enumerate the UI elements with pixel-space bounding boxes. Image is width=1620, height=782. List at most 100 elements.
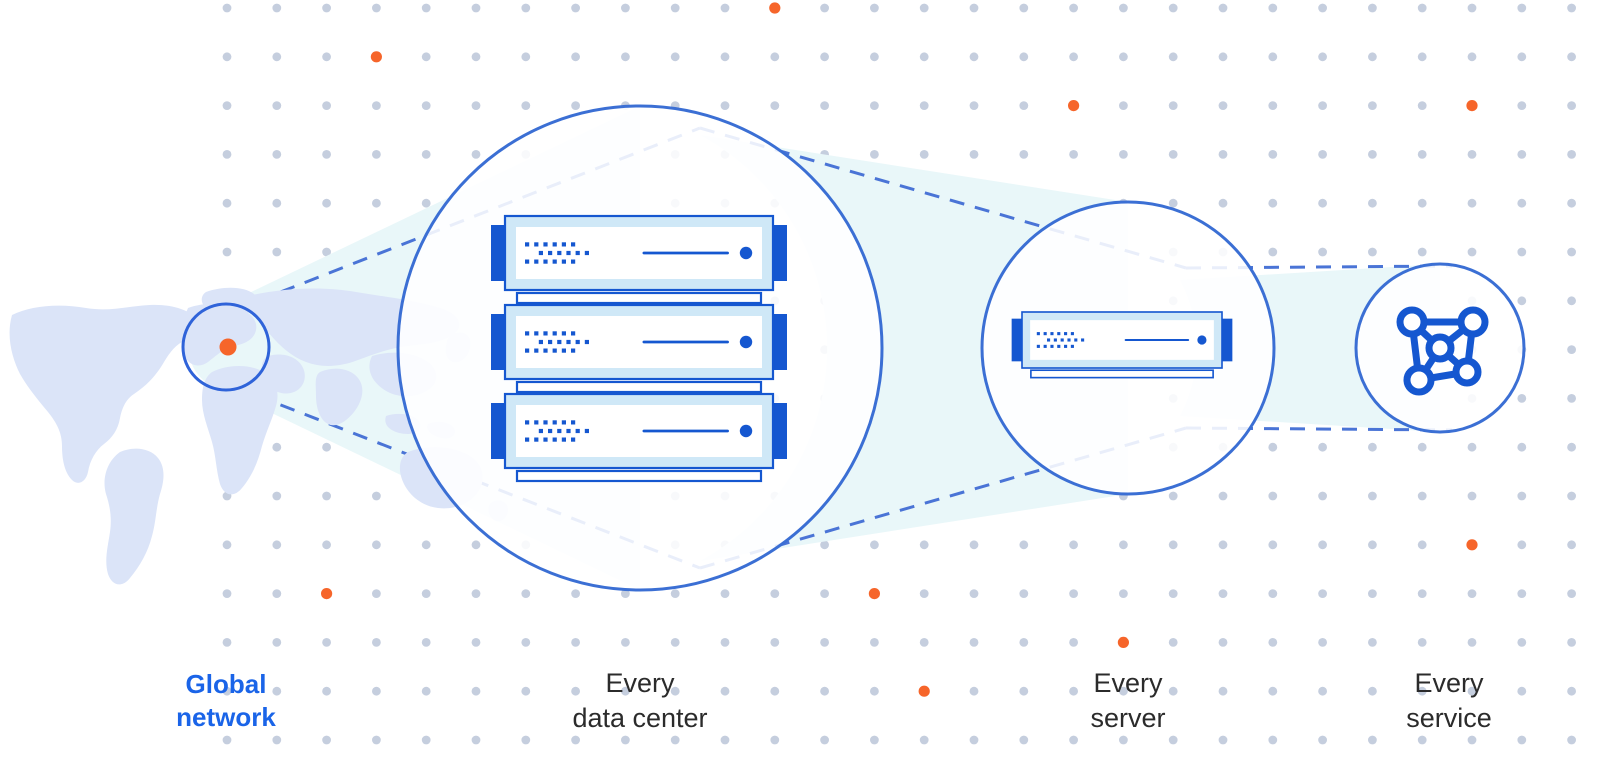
grid-dot [372, 735, 381, 745]
grid-dot [1019, 101, 1029, 110]
grid-dot [1318, 686, 1327, 696]
grid-dot [571, 638, 580, 647]
grid-dot [471, 589, 481, 598]
grid-dot [571, 3, 580, 13]
grid-dot [421, 638, 431, 647]
grid-dot-highlight [370, 51, 382, 63]
service-icon-node-bottom-right [1452, 357, 1482, 387]
grid-dot [1069, 540, 1078, 550]
grid-dot [1517, 3, 1527, 13]
grid-dot [272, 638, 282, 647]
grid-dot [1019, 52, 1029, 62]
grid-dot [372, 101, 381, 110]
grid-dot [1517, 101, 1527, 110]
server-vent-dots [525, 242, 589, 264]
grid-dot [1567, 101, 1576, 110]
grid-dot [1019, 589, 1029, 598]
grid-dot [1567, 198, 1576, 208]
grid-dot [471, 52, 481, 62]
grid-dot [870, 52, 879, 62]
grid-dot [521, 638, 531, 647]
grid-dot [1268, 491, 1278, 501]
grid-dot [322, 442, 331, 452]
grid-dot [1368, 101, 1377, 110]
grid-dot [870, 735, 879, 745]
grid-dot [1119, 3, 1128, 13]
grid-dot [720, 3, 730, 13]
server-shelf [515, 291, 763, 305]
grid-dot [1168, 101, 1178, 110]
grid-dot [770, 101, 780, 110]
grid-dot [421, 101, 431, 110]
grid-dot [1168, 52, 1178, 62]
grid-dot [670, 735, 680, 745]
grid-dot [1467, 638, 1477, 647]
grid-dot [1417, 589, 1427, 598]
grid-dot [1417, 638, 1427, 647]
grid-dot [272, 198, 282, 208]
grid-dot [1368, 3, 1377, 13]
server-unit-2 [491, 303, 787, 394]
grid-dot [1168, 686, 1178, 696]
server-unit-3 [491, 392, 787, 483]
server-status-led [739, 246, 753, 260]
grid-dot [1268, 52, 1278, 62]
server-status-led [739, 424, 753, 438]
grid-dot [820, 3, 829, 13]
grid-dot [1318, 198, 1327, 208]
grid-dot [471, 638, 481, 647]
server-shelf [1030, 369, 1214, 379]
grid-dot [1119, 686, 1128, 696]
grid-dot [1318, 735, 1327, 745]
grid-dot [1567, 491, 1576, 501]
grid-dot [272, 101, 282, 110]
grid-dot [372, 686, 381, 696]
grid-dot [222, 52, 232, 62]
grid-dot [1417, 3, 1427, 13]
label-every-data-center: Every data center [572, 668, 708, 733]
grid-dot [1069, 150, 1078, 159]
grid-dot [1417, 101, 1427, 110]
grid-dot [1567, 150, 1576, 159]
grid-dot [969, 52, 979, 62]
grid-dot [1467, 247, 1477, 257]
grid-dot [1218, 686, 1228, 696]
grid-dot [571, 52, 580, 62]
grid-dot [820, 540, 829, 550]
grid-dot [1119, 150, 1128, 159]
grid-dot [870, 3, 879, 13]
grid-dot [1567, 345, 1576, 354]
grid-dot [1467, 198, 1477, 208]
grid-dot [272, 491, 282, 501]
grid-dot [272, 442, 282, 452]
grid-dot [621, 638, 630, 647]
grid-dot [1019, 3, 1029, 13]
service-icon-node-bottom-left [1403, 364, 1435, 396]
grid-dot-highlight [1466, 539, 1478, 551]
grid-dot [1517, 247, 1527, 257]
server-vent-dots [525, 331, 589, 353]
grid-dot [969, 540, 979, 550]
grid-dot [1567, 394, 1576, 403]
grid-dot [820, 638, 829, 647]
server-right-tab [771, 314, 787, 370]
grid-dot [1467, 735, 1477, 745]
grid-dot [1567, 638, 1576, 647]
server-right-tab [1220, 318, 1233, 362]
grid-dot [1218, 198, 1228, 208]
grid-dot [1019, 735, 1029, 745]
grid-dot [770, 638, 780, 647]
grid-dot [1467, 442, 1477, 452]
grid-dot [1069, 638, 1078, 647]
server-vent-dots [525, 420, 589, 442]
grid-dot [421, 735, 431, 745]
grid-dot [870, 686, 879, 696]
grid-dot [1218, 589, 1228, 598]
grid-dot-highlight [769, 2, 781, 14]
grid-dot [820, 735, 829, 745]
grid-dot [1368, 589, 1377, 598]
grid-dot [372, 589, 381, 598]
grid-dot [1119, 735, 1128, 745]
grid-dot [1517, 394, 1527, 403]
